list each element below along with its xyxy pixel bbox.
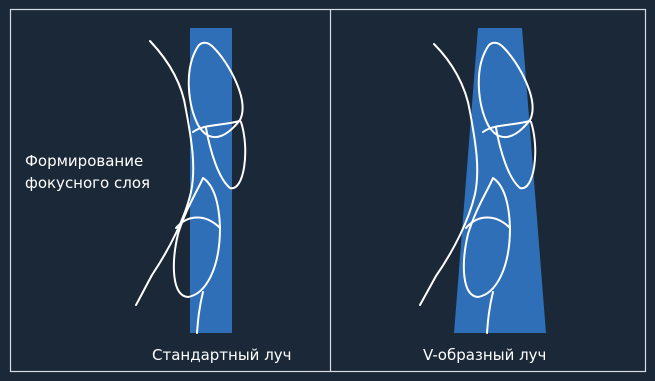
focal-layer-label: Формирование фокусного слоя	[25, 150, 185, 194]
standard-beam	[190, 28, 232, 333]
v-beam-caption: V-образный луч	[423, 344, 546, 366]
standard-beam-caption: Стандартный луч	[152, 344, 292, 366]
